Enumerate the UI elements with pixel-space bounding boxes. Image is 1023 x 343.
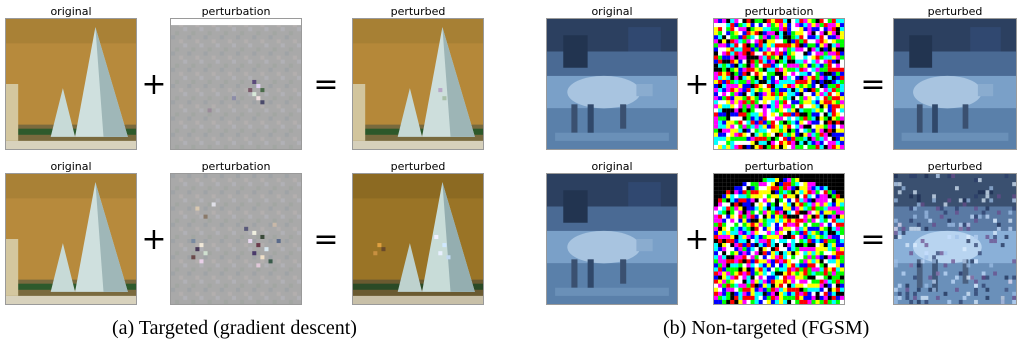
perturbed-image	[893, 173, 1017, 305]
image-title: original	[591, 160, 633, 173]
deer-image	[547, 174, 677, 304]
sailboat-image	[6, 174, 136, 304]
perturbation-image	[713, 18, 845, 150]
noise-pattern	[171, 19, 301, 149]
perturbed-image	[352, 18, 484, 150]
plus-operator: +	[141, 222, 167, 257]
image-title: perturbation	[201, 160, 271, 173]
deer-image	[894, 174, 1016, 304]
noise-pattern	[714, 174, 844, 304]
image-title: perturbation	[201, 5, 271, 18]
perturbation-image	[170, 173, 302, 305]
image-title: original	[50, 5, 92, 18]
image-title: perturbed	[390, 160, 446, 173]
original-image	[546, 173, 678, 305]
sailboat-image	[353, 19, 483, 149]
perturbation-image	[713, 173, 845, 305]
perturbation-image	[170, 18, 302, 150]
image-title: perturbation	[744, 160, 814, 173]
equals-operator: =	[860, 67, 886, 102]
image-title: perturbed	[927, 5, 983, 18]
perturbed-image	[893, 18, 1017, 150]
plus-operator: +	[684, 67, 710, 102]
image-title: perturbation	[744, 5, 814, 18]
deer-image	[894, 19, 1016, 149]
equals-operator: =	[860, 222, 886, 257]
figure-caption: (a) Targeted (gradient descent)	[112, 317, 357, 339]
plus-operator: +	[141, 67, 167, 102]
original-image	[5, 173, 137, 305]
sailboat-image	[6, 19, 136, 149]
original-image	[5, 18, 137, 150]
image-title: perturbed	[927, 160, 983, 173]
sailboat-image	[353, 174, 483, 304]
noise-pattern	[171, 174, 301, 304]
equals-operator: =	[313, 67, 339, 102]
equals-operator: =	[313, 222, 339, 257]
image-title: perturbed	[390, 5, 446, 18]
deer-image	[547, 19, 677, 149]
original-image	[546, 18, 678, 150]
image-title: original	[591, 5, 633, 18]
figure-caption: (b) Non-targeted (FGSM)	[663, 317, 870, 339]
noise-pattern	[714, 19, 844, 149]
image-title: original	[50, 160, 92, 173]
perturbed-image	[352, 173, 484, 305]
plus-operator: +	[684, 222, 710, 257]
